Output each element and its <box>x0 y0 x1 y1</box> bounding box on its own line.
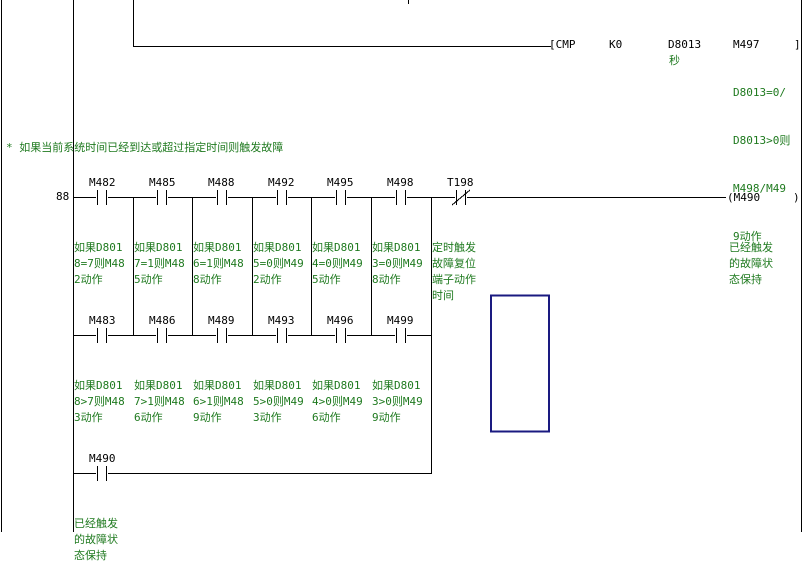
device-label-m489: M489 <box>208 314 235 327</box>
contact-T198-nc[interactable] <box>451 189 471 206</box>
device-label-m483: M483 <box>89 314 116 327</box>
device-label-m488: M488 <box>208 176 235 189</box>
device-label-m495: M495 <box>327 176 354 189</box>
contact-M495[interactable] <box>335 190 347 205</box>
contact-M483[interactable] <box>96 328 108 343</box>
step-number: 88 <box>56 190 70 203</box>
contact-M496[interactable] <box>335 328 347 343</box>
statement-comment[interactable]: * 如果当前系统时间已经到达或超过指定时间则触发故障 <box>6 141 284 154</box>
contact-M493[interactable] <box>276 328 288 343</box>
cmp-operand-d8013[interactable]: D8013 <box>668 38 702 51</box>
device-label-m485: M485 <box>149 176 176 189</box>
contact-M485[interactable] <box>156 190 168 205</box>
coil-m490[interactable]: (M490 <box>727 191 761 204</box>
contact-M488[interactable] <box>216 190 228 205</box>
ladder-wires <box>1 0 802 532</box>
device-label-t198: T198 <box>447 176 474 189</box>
device-label-m486: M486 <box>149 314 176 327</box>
contact-M499[interactable] <box>395 328 407 343</box>
contact-M482[interactable] <box>96 190 108 205</box>
comment-coil-m490: 已经触发的故障状态保持 <box>729 241 773 286</box>
device-label-m498: M498 <box>387 176 414 189</box>
contact-M492[interactable] <box>276 190 288 205</box>
device-label-m499: M499 <box>387 314 414 327</box>
cmp-instruction[interactable]: [CMP <box>549 38 576 51</box>
device-label-m493: M493 <box>268 314 295 327</box>
comment-t198: 定时触发故障复位端子动作时间 <box>432 241 476 302</box>
device-label-m482: M482 <box>89 176 116 189</box>
coil-close-paren: ) <box>793 191 800 204</box>
cmp-operand-m497[interactable]: M497 <box>733 38 760 51</box>
device-label-m490-hold: M490 <box>89 452 116 465</box>
contact-M490-hold[interactable] <box>96 466 108 481</box>
selection-cursor[interactable] <box>490 294 550 433</box>
device-label-m492: M492 <box>268 176 295 189</box>
device-label-m496: M496 <box>327 314 354 327</box>
comment-m490-hold: 已经触发的故障状态保持 <box>74 517 118 562</box>
contact-M486[interactable] <box>156 328 168 343</box>
contact-M498[interactable] <box>395 190 407 205</box>
contact-M489[interactable] <box>216 328 228 343</box>
cmp-d8013-comment: 秒 <box>669 54 680 67</box>
cmp-m497-comment: D8013=0/ D8013>0则 M498/M49 9动作 <box>733 86 791 243</box>
cmp-close-bracket: ] <box>794 38 801 51</box>
cmp-operand-k0[interactable]: K0 <box>609 38 623 51</box>
